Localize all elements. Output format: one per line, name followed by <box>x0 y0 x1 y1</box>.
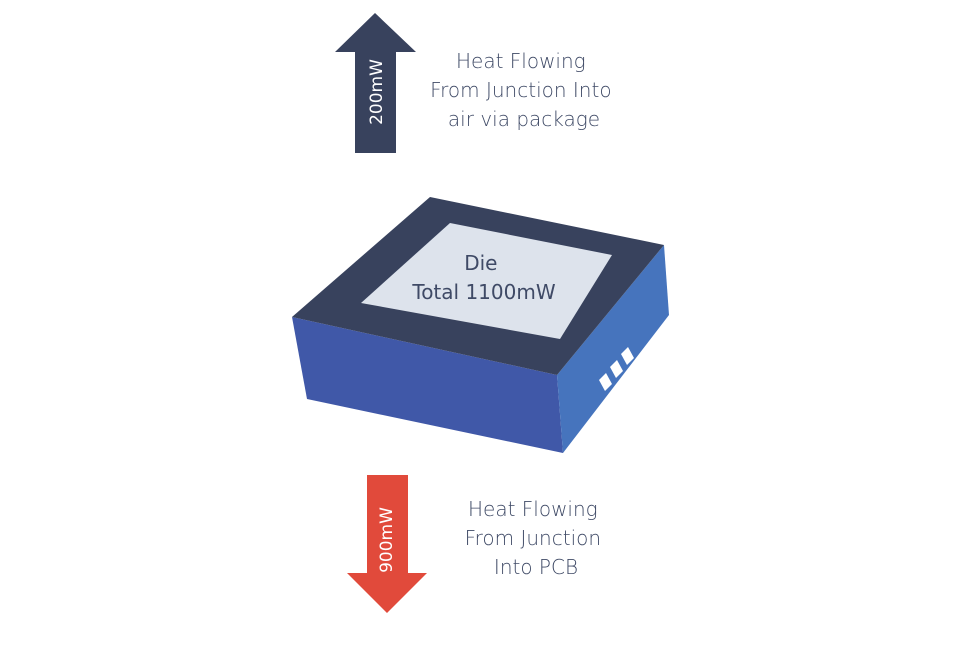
package-right-face <box>557 245 669 453</box>
heat-up-caption: Heat Flowing From Junction Into air via … <box>430 49 618 131</box>
heat-down-caption-line-1: Heat Flowing <box>468 497 598 521</box>
die <box>361 223 612 339</box>
heat-down-value: 900mW <box>377 507 397 573</box>
die-total-power: Total 1100mW <box>411 280 555 304</box>
heat-down-arrow-shape <box>347 475 427 613</box>
package-pins <box>599 347 634 391</box>
pin <box>599 373 612 391</box>
die-label: Die Total 1100mW <box>411 251 555 304</box>
heat-up-arrow-shape <box>335 13 416 153</box>
heat-down-caption: Heat Flowing From Junction Into PCB <box>465 497 608 579</box>
heat-down-arrow: 900mW <box>347 475 427 613</box>
pin <box>610 360 623 378</box>
heat-up-caption-line-2: From Junction Into <box>430 78 611 102</box>
heat-down-caption-line-3: Into PCB <box>494 555 578 579</box>
heat-up-value: 200mW <box>367 59 387 125</box>
heat-down-caption-line-2: From Junction <box>465 526 601 550</box>
heat-up-caption-line-3: air via package <box>448 107 600 131</box>
pin <box>621 347 634 365</box>
heat-up-caption-line-1: Heat Flowing <box>456 49 586 73</box>
die-name: Die <box>464 251 497 275</box>
heat-up-arrow: 200mW <box>335 13 416 153</box>
package-front-face <box>292 317 563 453</box>
chip-package: Die Total 1100mW <box>292 197 669 453</box>
